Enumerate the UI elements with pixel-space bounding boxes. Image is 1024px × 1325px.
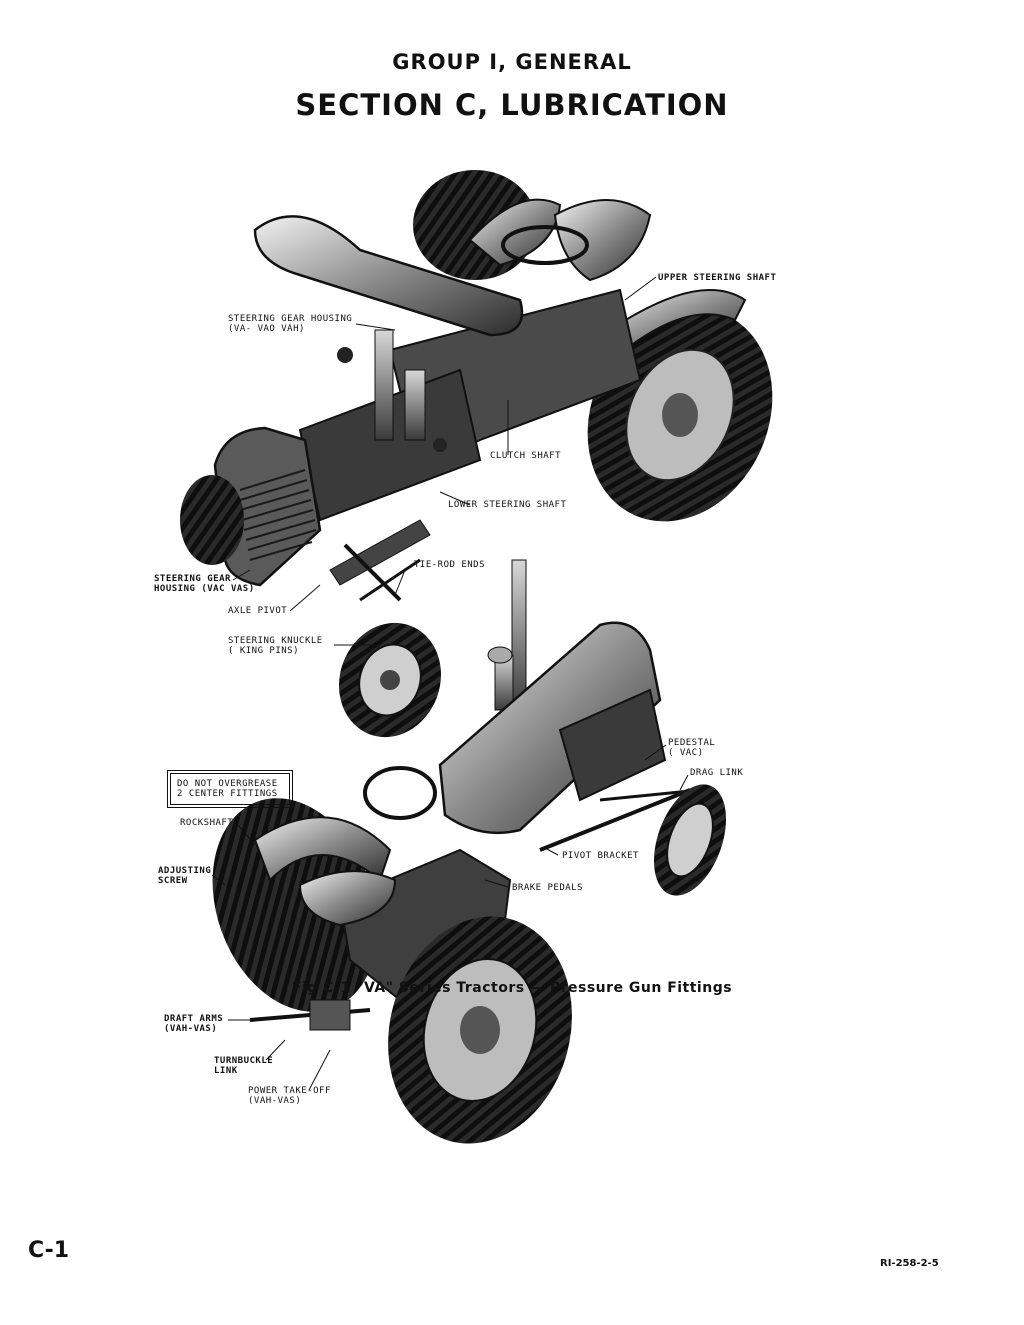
callout-pedestal: PEDESTAL ( VAC) (668, 738, 716, 758)
callout-pivot-bracket: PIVOT BRACKET (562, 851, 639, 861)
callout-draft-arms: DRAFT ARMS (VAH-VAS) (164, 1014, 224, 1034)
overgrease-warning-text: DO NOT OVERGREASE 2 CENTER FITTINGS (177, 779, 278, 799)
callout-upper-steering-shaft: UPPER STEERING SHAFT (658, 273, 777, 283)
callout-lower-steering-shaft: LOWER STEERING SHAFT (448, 500, 567, 510)
callout-rockshaft: ROCKSHAFT (180, 818, 234, 828)
section-title: SECTION C, LUBRICATION (295, 88, 729, 122)
top-tractor-drawing (180, 170, 773, 738)
callout-drag-link: DRAG LINK (690, 768, 744, 778)
bottom-tractor-drawing (212, 559, 727, 1144)
callout-clutch-shaft: CLUTCH SHAFT (490, 451, 562, 461)
callout-steering-knuckle: STEERING KNUCKLE ( KING PINS) (228, 636, 323, 656)
callout-tie-rod-ends: TIE-ROD ENDS (414, 560, 486, 570)
callout-brake-pedals: BRAKE PEDALS (512, 883, 584, 893)
callout-power-take-off: POWER TAKE-OFF (VAH-VAS) (248, 1086, 331, 1106)
callout-turnbuckle-link: TURNBUCKLE LINK (214, 1056, 274, 1076)
callout-steering-gear-housing-vac: STEERING GEAR HOUSING (VAC VAS) (154, 574, 255, 594)
callout-steering-gear-housing: STEERING GEAR HOUSING (VA- VAO VAH) (228, 314, 353, 334)
page-number: C-1 (28, 1238, 70, 1263)
callout-axle-pivot: AXLE PIVOT (228, 606, 288, 616)
callout-adjusting-screw: ADJUSTING SCREW (158, 866, 212, 886)
group-title: GROUP I, GENERAL (392, 50, 632, 74)
overgrease-warning-box: DO NOT OVERGREASE 2 CENTER FITTINGS (167, 770, 293, 808)
document-number: RI-258-2-5 (880, 1258, 939, 1269)
figure-caption: Fig C-1 "VA" Series Tractors — Pressure … (291, 980, 733, 996)
